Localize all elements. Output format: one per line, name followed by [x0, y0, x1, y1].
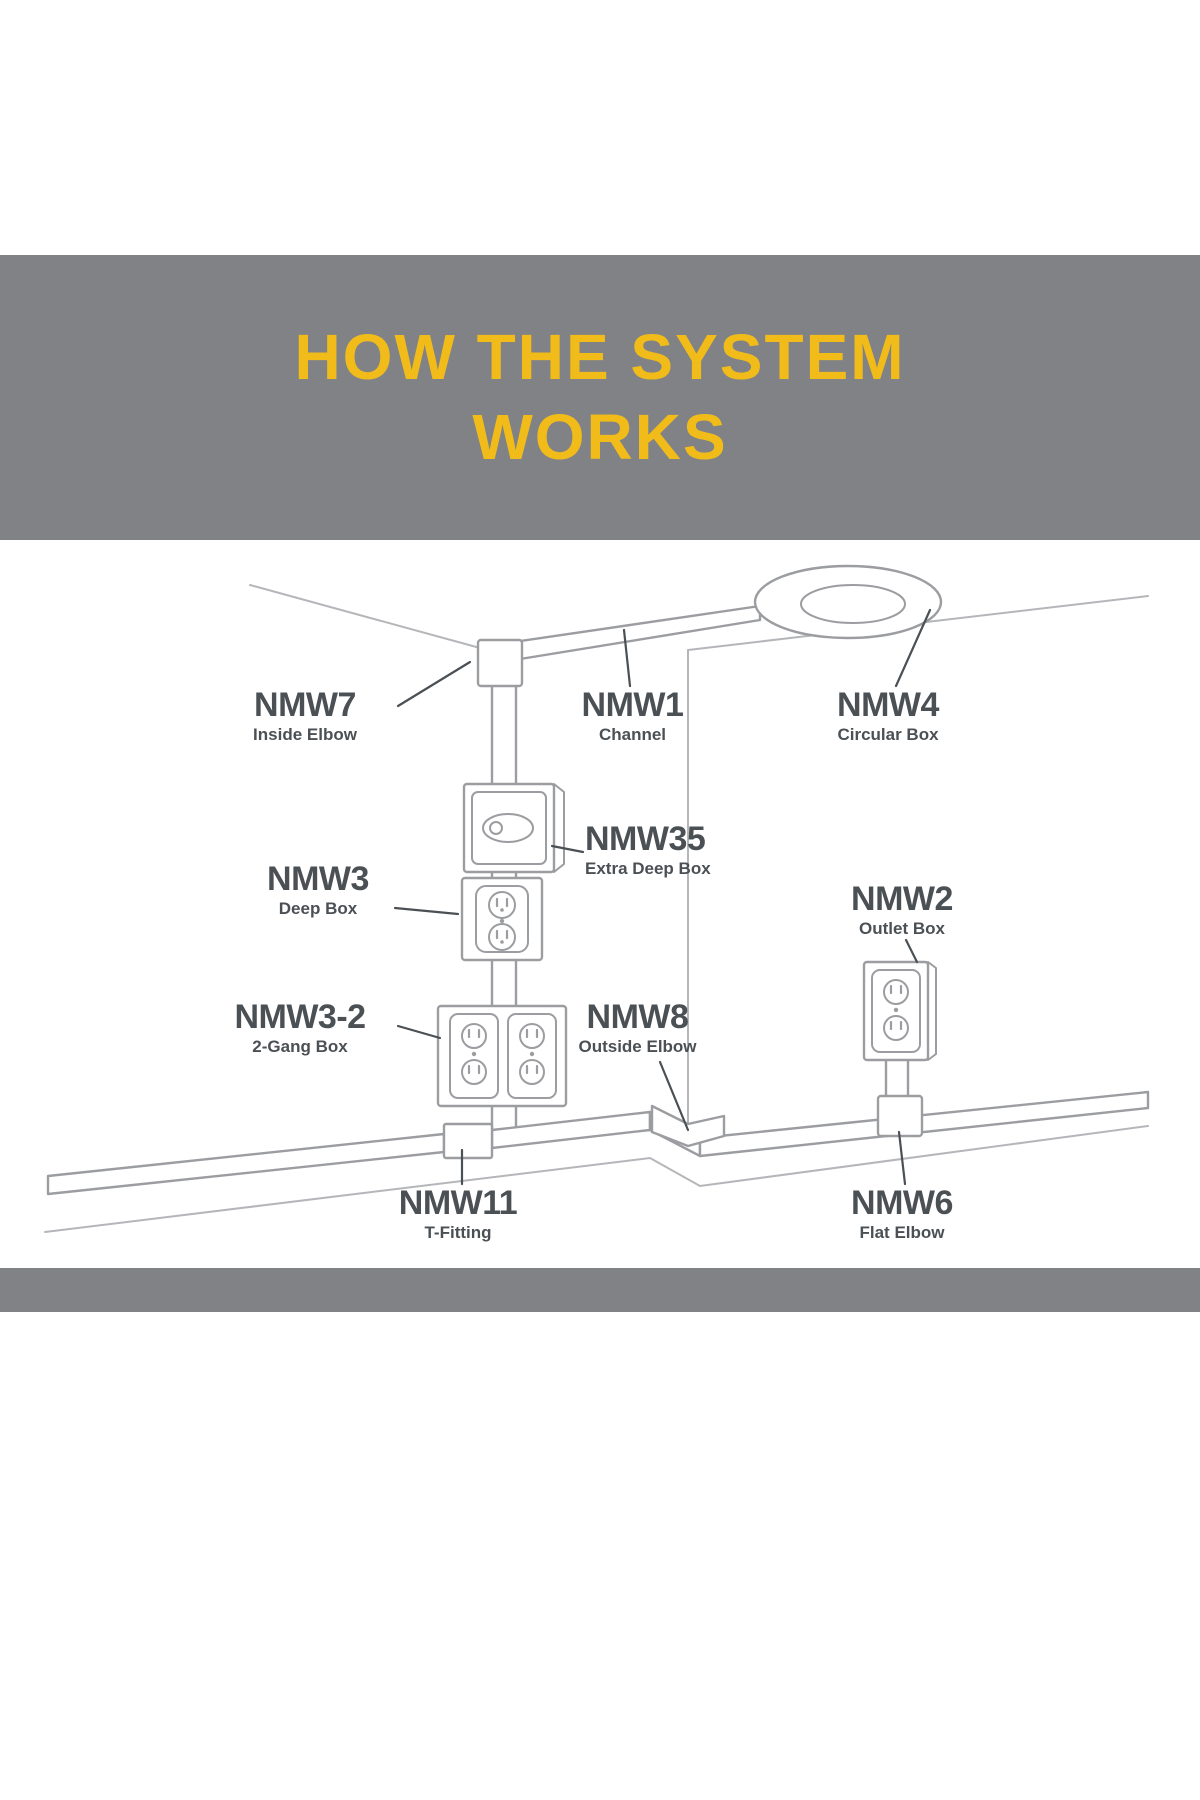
label-nmw11: NMW11 T-Fitting: [368, 1186, 548, 1242]
part-description: Deep Box: [278, 899, 358, 918]
part-description: Outside Elbow: [578, 1037, 697, 1056]
part-number: NMW7: [254, 686, 356, 724]
label-nmw35: NMW35 Extra Deep Box: [585, 822, 805, 878]
part-number: NMW11: [398, 1184, 518, 1222]
part-description: T-Fitting: [424, 1223, 492, 1242]
part-description: Extra Deep Box: [585, 859, 711, 878]
circular-box-drawing: [753, 564, 943, 640]
part-description: Channel: [598, 725, 667, 744]
label-nmw8: NMW8 Outside Elbow: [545, 1000, 730, 1056]
deep-box-drawing: [460, 876, 544, 962]
part-number: NMW3: [267, 860, 369, 898]
t-fitting-drawing: [442, 1122, 494, 1160]
extra-deep-box-drawing: [462, 782, 565, 874]
label-nmw6: NMW6 Flat Elbow: [812, 1186, 992, 1242]
two-gang-box-drawing: [436, 1004, 568, 1108]
part-description: Inside Elbow: [253, 725, 357, 744]
part-description: Flat Elbow: [859, 1223, 945, 1242]
part-number: NMW35: [585, 820, 706, 858]
part-number: NMW1: [581, 686, 684, 724]
part-number: NMW3-2: [234, 998, 366, 1036]
outlet-box-drawing: [862, 960, 937, 1062]
bottom-section-band: [0, 1268, 1200, 1312]
page-title-line2: WORKS: [472, 400, 728, 473]
label-nmw3-2: NMW3-2 2-Gang Box: [205, 1000, 395, 1056]
inside-elbow-drawing: [476, 638, 524, 688]
baseboard-channel-left-drawing: [46, 1110, 652, 1196]
part-number: NMW8: [586, 998, 689, 1036]
flat-elbow-drawing: [876, 1053, 924, 1138]
outside-elbow-drawing: [650, 1104, 726, 1148]
label-nmw3: NMW3 Deep Box: [233, 862, 403, 918]
label-nmw1: NMW1 Channel: [545, 688, 720, 744]
header-band: HOW THE SYSTEM WORKS: [0, 255, 1200, 540]
part-description: Outlet Box: [859, 919, 945, 938]
label-nmw4: NMW4 Circular Box: [798, 688, 978, 744]
part-number: NMW6: [851, 1184, 953, 1222]
label-nmw2: NMW2 Outlet Box: [812, 882, 992, 938]
part-description: Circular Box: [837, 725, 939, 744]
room-walls: [44, 584, 1149, 1233]
part-number: NMW2: [851, 880, 953, 918]
ceiling-channel-drawing: [498, 604, 762, 662]
page-title-line1: HOW THE SYSTEM: [294, 321, 906, 394]
part-number: NMW4: [837, 686, 939, 724]
label-nmw7: NMW7 Inside Elbow: [215, 688, 395, 744]
leader-lines: [393, 608, 932, 1186]
part-description: 2-Gang Box: [252, 1037, 348, 1056]
